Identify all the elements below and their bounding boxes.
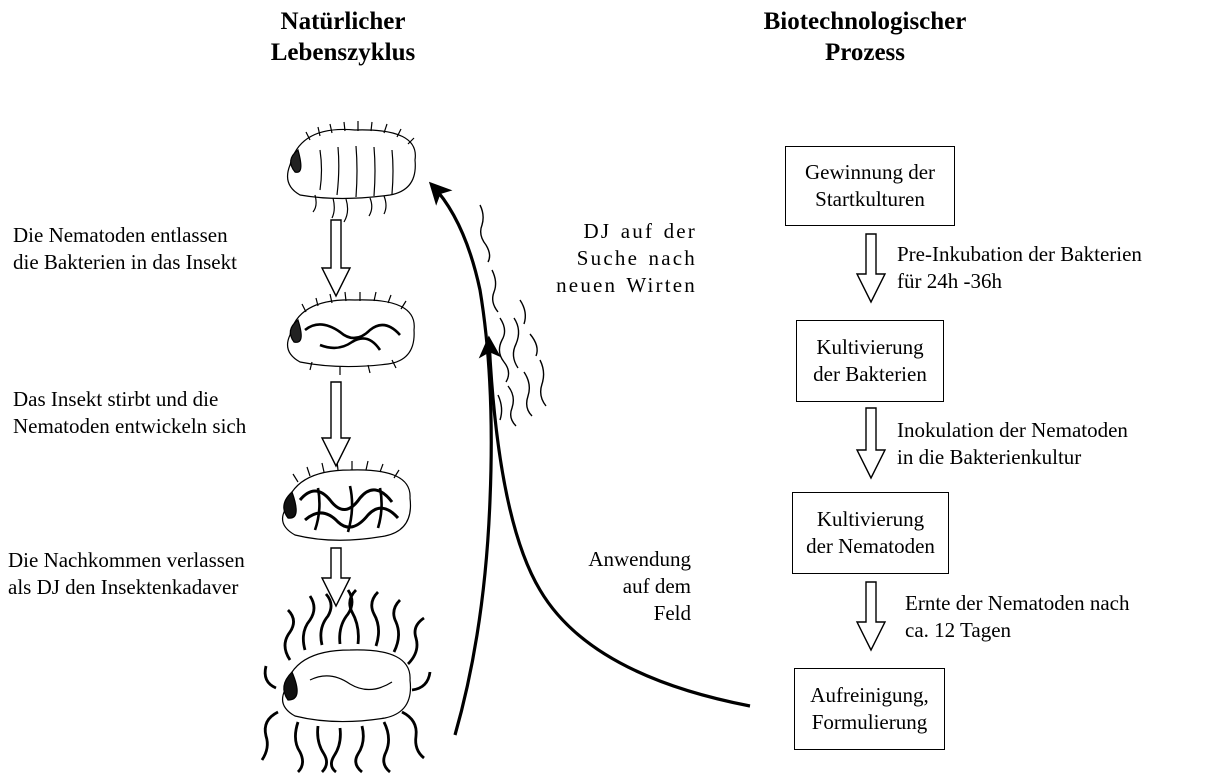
- larva-with-dark-nematodes-illustration: [283, 461, 411, 540]
- process-box-nematode-cultivation: Kultivierung der Nematoden: [792, 492, 949, 574]
- larva-cadaver-illustration: [262, 590, 430, 772]
- hollow-arrows-life-cycle: [322, 220, 350, 606]
- life-cycle-step-2: Das Insekt stirbt und die Nematoden entw…: [13, 386, 246, 440]
- process-box-bacteria-cultivation: Kultivierung der Bakterien: [796, 320, 944, 402]
- dj-search-label: DJ auf der Suche nach neuen Wirten: [512, 218, 697, 299]
- hollow-arrows-process: [857, 234, 885, 650]
- process-step-harvest: Ernte der Nematoden nach ca. 12 Tagen: [905, 590, 1129, 644]
- larva-with-nematodes-illustration: [288, 292, 415, 375]
- life-cycle-step-3: Die Nachkommen verlassen als DJ den Inse…: [8, 547, 245, 601]
- life-cycle-step-1: Die Nematoden entlassen die Bakterien in…: [13, 222, 237, 276]
- return-to-host-arrow: [432, 185, 491, 735]
- process-box-start-cultures: Gewinnung der Startkulturen: [785, 146, 955, 226]
- process-step-pre-incubation: Pre-Inkubation der Bakterien für 24h -36…: [897, 241, 1142, 295]
- process-step-inoculation: Inokulation der Nematoden in die Bakteri…: [897, 417, 1128, 471]
- process-box-purification: Aufreinigung, Formulierung: [794, 668, 945, 750]
- field-application-label: Anwendung auf dem Feld: [520, 546, 691, 627]
- insect-larva-illustration: [288, 121, 416, 222]
